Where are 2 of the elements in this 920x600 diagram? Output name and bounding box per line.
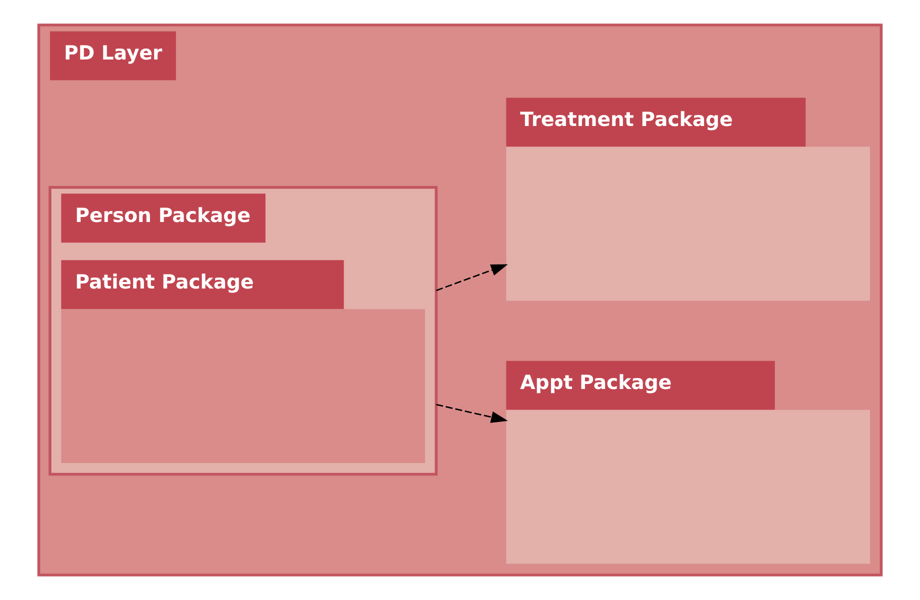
arrow [436, 404, 508, 423]
arrow [436, 264, 508, 292]
